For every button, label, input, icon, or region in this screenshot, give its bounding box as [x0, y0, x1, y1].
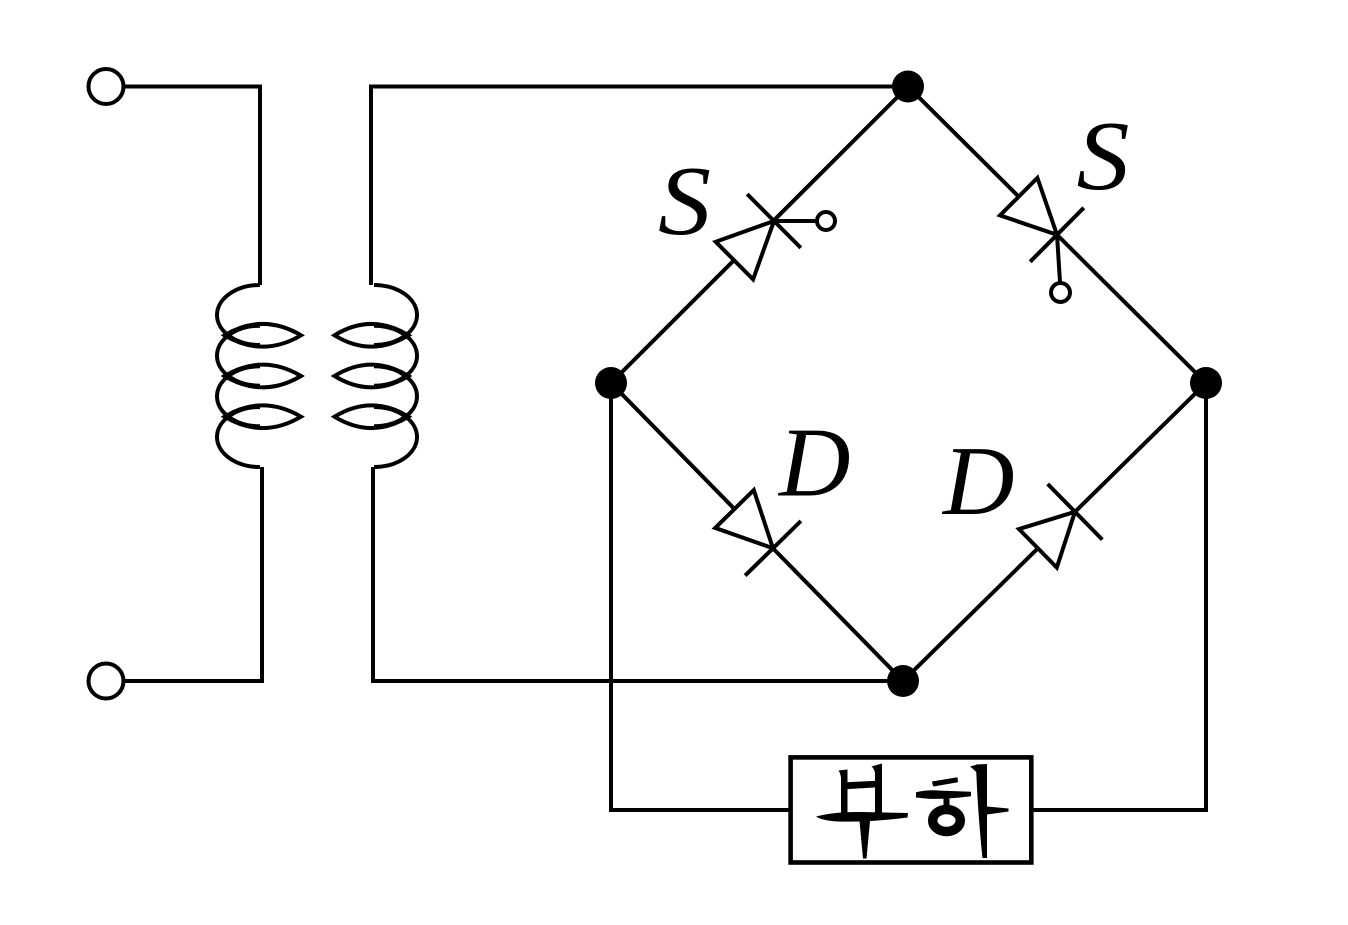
- svg-text:S: S: [1077, 102, 1130, 211]
- svg-text:S: S: [658, 147, 711, 256]
- svg-text:D: D: [941, 427, 1015, 536]
- svg-text:D: D: [777, 409, 851, 518]
